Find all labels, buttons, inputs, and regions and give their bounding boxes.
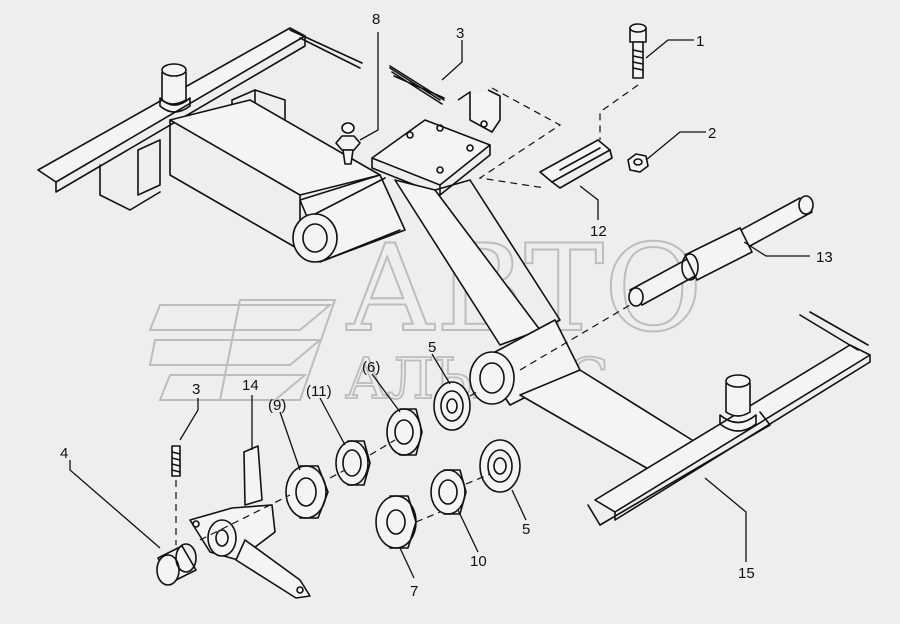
washer-9 — [285, 465, 329, 519]
callout-4: 4 — [60, 445, 68, 462]
callout-15: 15 — [738, 565, 755, 582]
ring-11 — [335, 440, 371, 486]
callout-2: 2 — [708, 125, 716, 142]
washer-7 — [375, 495, 417, 549]
callout-11: (11) — [306, 383, 332, 400]
callout-3-lower: 3 — [192, 381, 200, 398]
ring-6 — [386, 408, 423, 456]
main-beam — [169, 99, 406, 263]
callout-7: 7 — [410, 583, 418, 600]
callout-8: 8 — [372, 11, 380, 28]
bushing-4 — [156, 543, 197, 586]
shaft-13 — [628, 195, 814, 307]
callout-5-upper: 5 — [428, 339, 436, 356]
callout-10: 10 — [470, 553, 487, 570]
callout-6: (6) — [362, 359, 380, 376]
nut-2 — [627, 153, 649, 173]
callout-1: 1 — [696, 33, 704, 50]
assembly-lines — [175, 84, 639, 545]
callout-labels: 1 2 3 3 4 5 5 (6) 7 8 (9) 10 (11) 12 13 … — [60, 11, 833, 600]
bolt-1 — [629, 23, 647, 79]
callout-12: 12 — [590, 223, 607, 240]
bracket-arm-14 — [189, 445, 311, 599]
bearing-5-upper — [433, 381, 471, 431]
bracket — [457, 89, 501, 133]
clamp-12 — [539, 139, 613, 189]
callout-13: 13 — [816, 249, 833, 266]
bearing-5-lower — [479, 439, 521, 493]
ring-10 — [430, 469, 467, 515]
callout-3-upper: 3 — [456, 25, 464, 42]
callout-14: 14 — [242, 377, 259, 394]
callout-5-lower: 5 — [522, 521, 530, 538]
lower-pivot-frame — [469, 311, 871, 526]
spring-pin-3-upper — [389, 65, 445, 105]
leader-lines — [69, 32, 810, 579]
watermark-logo: АВТО АЛЬЯНС — [148, 219, 703, 413]
spring-pin-3-lower — [171, 445, 181, 477]
grease-nipple-8 — [335, 122, 361, 165]
diagonal-strut — [371, 119, 561, 346]
callout-9: (9) — [268, 397, 286, 414]
